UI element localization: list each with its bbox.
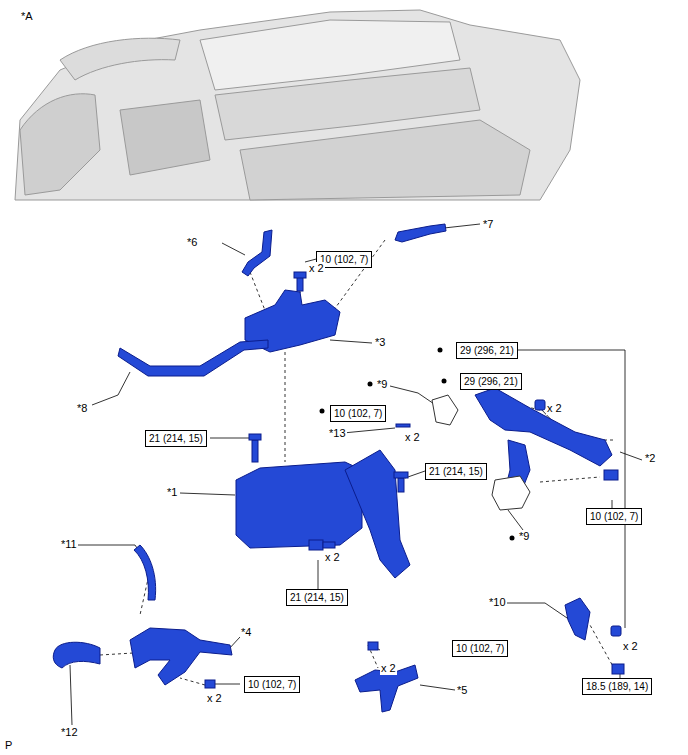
torque-value: 10 (102, 7) [590, 511, 638, 522]
bolt [205, 272, 624, 688]
torque-spec-box: 10 (102, 7) [586, 508, 642, 525]
leader-line [70, 224, 642, 725]
callout-number: *10 [488, 596, 507, 609]
callout-number: *13 [328, 427, 347, 440]
torque-spec-box: 21 (214, 15) [286, 589, 348, 606]
callout-number: *11 [60, 538, 78, 551]
label: x 2 [380, 662, 397, 675]
torque-spec-box: 18.5 (189, 14) [582, 678, 652, 695]
callout-number: *5 [456, 684, 468, 697]
callout-number: *4 [240, 626, 252, 639]
engine-view [15, 10, 580, 200]
label: x 2 [206, 692, 223, 705]
label: x 2 [622, 640, 639, 653]
part [53, 224, 612, 712]
torque-value: 29 (296, 21) [460, 345, 514, 356]
torque-value: 10 (102, 7) [456, 643, 504, 654]
torque-value: 10 (102, 7) [320, 254, 368, 265]
torque-spec-box: 10 (102, 7) [452, 640, 508, 657]
torque-spec-box: 10 (102, 7) [244, 676, 300, 693]
label: x 2 [324, 551, 341, 564]
callout-number: *3 [374, 336, 386, 349]
label: P [4, 739, 13, 752]
torque-value: 21 (214, 15) [429, 466, 483, 477]
torque-value: 29 (296, 21) [464, 376, 518, 387]
torque-spec-box: 21 (214, 15) [425, 463, 487, 480]
torque-spec-box: 29 (296, 21) [456, 342, 518, 359]
callout-number: *6 [186, 236, 198, 249]
callout-number: *9 [376, 378, 388, 391]
torque-spec-box: 10 (102, 7) [330, 405, 386, 422]
torque-value: 18.5 (189, 14) [586, 681, 648, 692]
label: x 2 [308, 262, 325, 275]
torque-spec-box: 29 (296, 21) [460, 373, 522, 390]
callout-number: *2 [644, 452, 656, 465]
torque-value: 10 (102, 7) [334, 408, 382, 419]
torque-value: 21 (214, 15) [290, 592, 344, 603]
label: x 2 [546, 402, 563, 415]
callout-number: *9 [518, 530, 530, 543]
label: x 2 [404, 431, 421, 444]
explode-line [100, 240, 615, 685]
callout-number: *12 [60, 726, 79, 739]
callout-number: *1 [166, 486, 178, 499]
torque-value: 21 (214, 15) [149, 433, 203, 444]
callout-number: *7 [482, 218, 494, 231]
torque-spec-box: 21 (214, 15) [145, 430, 207, 447]
callout-number: *A [20, 10, 34, 23]
callout-number: *8 [76, 402, 88, 415]
torque-value: 10 (102, 7) [248, 679, 296, 690]
